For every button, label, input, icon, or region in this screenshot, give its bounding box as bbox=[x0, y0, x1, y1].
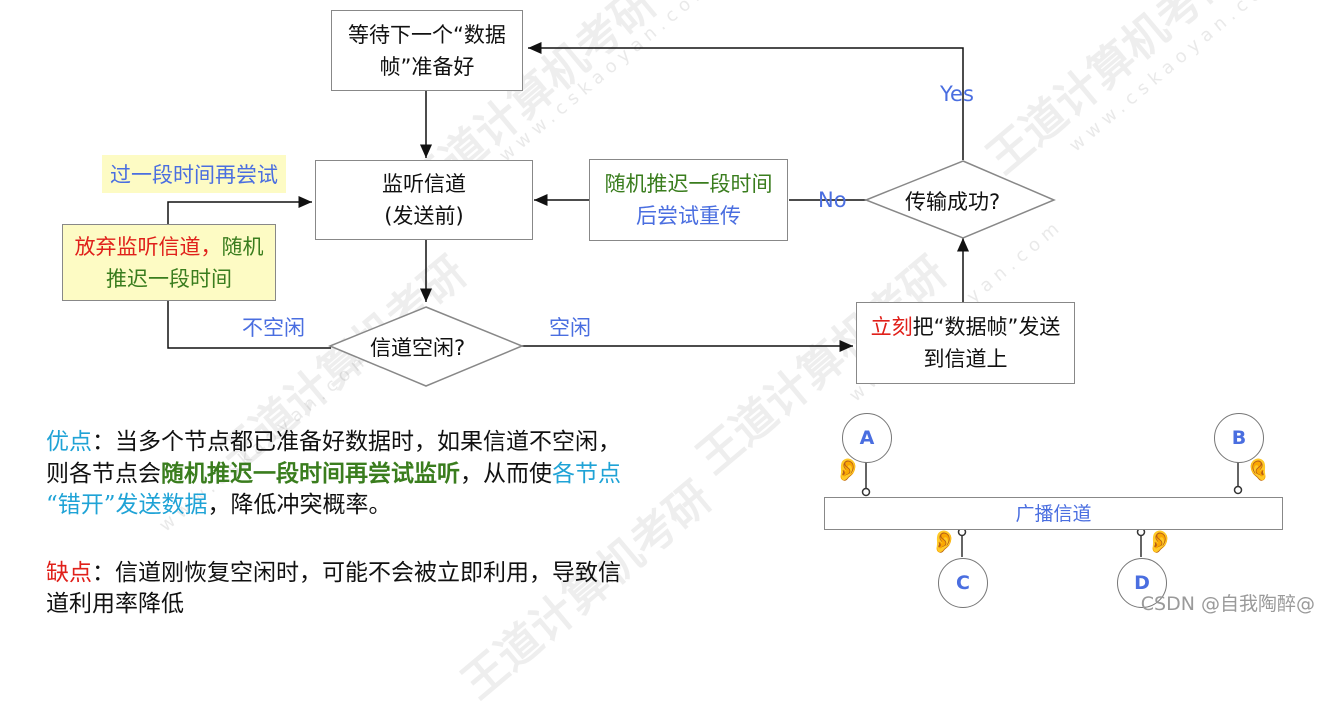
advantages-text2b: 随机推迟一段时间再尝试监听 bbox=[161, 460, 460, 487]
backoff-text-blue: 后尝试重传 bbox=[636, 204, 741, 228]
disadvantages-text1: ：信道刚恢复空闲时，可能不会被立即利用，导致信 bbox=[92, 560, 621, 586]
disadvantages-label: 缺点 bbox=[46, 560, 92, 586]
wait-frame-box: 等待下一个“数据帧”准备好 bbox=[331, 10, 523, 91]
wait-frame-text: 等待下一个“数据帧”准备好 bbox=[348, 22, 506, 79]
retry-label: 过一段时间再尝试 bbox=[102, 155, 286, 193]
listen-channel-sub: (发送前) bbox=[384, 204, 464, 228]
backoff-retransmit-box: 随机推迟一段时间后尝试重传 bbox=[589, 159, 788, 241]
advantages-text2d: 各节点 bbox=[552, 461, 621, 487]
send-frame-box: 立刻把“数据帧”发送到信道上 bbox=[856, 302, 1075, 384]
success-question: 传输成功? bbox=[905, 190, 1001, 214]
advantages-note: 优点：当多个节点都已准备好数据时，如果信道不空闲， 则各节点会随机推迟一段时间再… bbox=[46, 427, 766, 521]
no-label: No bbox=[818, 188, 847, 212]
listen-channel-title: 监听信道 bbox=[382, 172, 466, 196]
giveup-text-red: 放弃监听信道， bbox=[74, 234, 222, 259]
advantages-text2c: ，从而使 bbox=[460, 461, 552, 487]
giveup-text-green2: 机推迟一段时间 bbox=[106, 234, 264, 291]
ear-icon: 👂 bbox=[1245, 458, 1273, 483]
advantages-text3a: “错开”发送数据 bbox=[46, 492, 208, 518]
node-a: A bbox=[842, 413, 892, 463]
disadvantages-note: 缺点：信道刚恢复空闲时，可能不会被立即利用，导致信 道利用率降低 bbox=[46, 558, 766, 620]
ear-icon: 👂 bbox=[834, 458, 862, 483]
broadcast-channel-bar: 广播信道 bbox=[824, 497, 1283, 530]
disadvantages-text2: 道利用率降低 bbox=[46, 591, 184, 617]
ear-icon: 👂 bbox=[1146, 530, 1174, 555]
giveup-text-green: 随 bbox=[221, 234, 243, 259]
send-immediately-text: 立刻 bbox=[870, 315, 913, 339]
advantages-text1: ：当多个节点都已准备好数据时，如果信道不空闲， bbox=[92, 429, 621, 455]
giveup-box: 放弃监听信道，随机推迟一段时间 bbox=[62, 224, 276, 301]
node-d: D bbox=[1117, 558, 1167, 608]
csdn-watermark: CSDN @自我陶醉@ bbox=[1140, 593, 1315, 615]
backoff-text-green: 随机推迟一段时 bbox=[604, 172, 752, 196]
bus-connectors bbox=[861, 461, 1243, 557]
idle-label: 空闲 bbox=[549, 316, 591, 340]
flow-connectors bbox=[167, 42, 1056, 387]
advantages-text3b: ，降低冲突概率。 bbox=[207, 492, 392, 518]
send-frame-text: 把“数据帧”发送到信道上 bbox=[912, 315, 1061, 371]
node-c: C bbox=[938, 558, 988, 608]
backoff-text-green2: 间 bbox=[751, 172, 773, 196]
listen-channel-box: 监听信道 (发送前) bbox=[315, 160, 533, 240]
not-idle-label: 不空闲 bbox=[242, 316, 305, 340]
idle-question: 信道空闲? bbox=[370, 336, 466, 360]
node-b: B bbox=[1214, 413, 1264, 463]
yes-label: Yes bbox=[940, 82, 974, 106]
advantages-text2a: 则各节点会 bbox=[46, 461, 161, 487]
ear-icon: 👂 bbox=[930, 530, 958, 555]
advantages-label: 优点 bbox=[46, 429, 92, 455]
broadcast-channel-label: 广播信道 bbox=[1015, 502, 1092, 525]
